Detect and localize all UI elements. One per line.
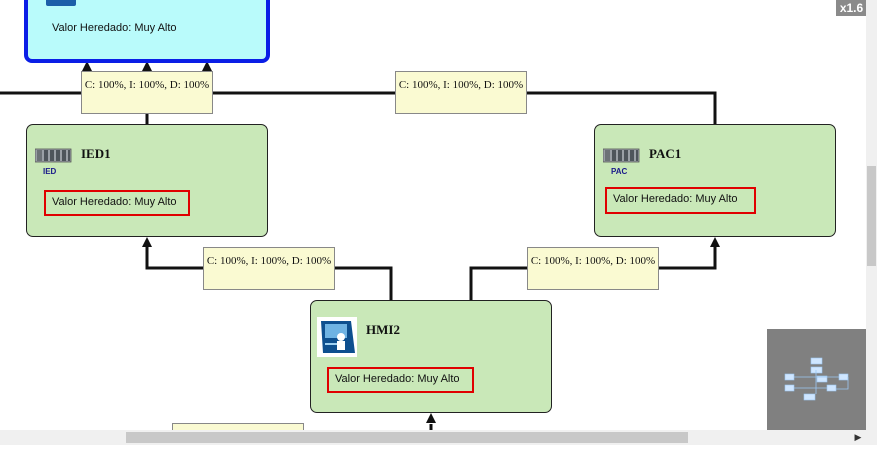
edge-label-hmi2-pac1[interactable]: C: 100%, I: 100%, D: 100% — [527, 247, 659, 290]
arrow-head — [710, 237, 720, 247]
plc-rack-icon — [602, 145, 641, 165]
horizontal-scrollbar-thumb[interactable] — [126, 432, 688, 443]
edge-label-hmi2-ied1[interactable]: C: 100%, I: 100%, D: 100% — [203, 247, 335, 290]
arrow-head — [426, 413, 436, 423]
node-pac1[interactable]: PAC PAC1 Valor Heredado: Muy Alto — [594, 124, 836, 237]
node-name: HMI2 — [366, 322, 400, 337]
icon-caption: IED — [43, 167, 57, 176]
edge-label-top-pac1[interactable]: C: 100%, I: 100%, D: 100% — [395, 71, 527, 114]
icon-caption: PAC — [611, 167, 628, 176]
inherited-value: Valor Heredado: Muy Alto — [605, 187, 756, 214]
node-top[interactable]: Valor Heredado: Muy Alto — [24, 0, 270, 63]
inherited-value: Valor Heredado: Muy Alto — [327, 367, 474, 393]
arrow-head — [142, 61, 152, 71]
edge-label-partial — [172, 423, 304, 430]
zoom-level-badge: x1.6 — [836, 0, 867, 16]
node-ied1[interactable]: IED IED1 Valor Heredado: Muy Alto — [26, 124, 268, 237]
node-name: IED1 — [81, 146, 111, 161]
node-hmi2[interactable]: HMI2 Valor Heredado: Muy Alto — [310, 300, 552, 413]
minimap-preview — [784, 357, 849, 401]
device-icon — [46, 0, 76, 6]
arrow-head — [82, 61, 92, 71]
hmi-workstation-icon — [317, 317, 357, 357]
scroll-right-arrow-icon[interactable]: ▶ — [854, 432, 862, 442]
inherited-value: Valor Heredado: Muy Alto — [52, 22, 177, 34]
minimap[interactable] — [767, 329, 866, 430]
plc-rack-icon — [34, 145, 73, 165]
node-name: PAC1 — [649, 146, 682, 161]
diagram-canvas[interactable]: Valor Heredado: Muy Alto IED IED1 Valor … — [0, 0, 866, 430]
edge-label-top-ied1[interactable]: C: 100%, I: 100%, D: 100% — [81, 71, 213, 114]
arrow-head — [142, 237, 152, 247]
inherited-value: Valor Heredado: Muy Alto — [44, 190, 190, 216]
vertical-scrollbar-thumb[interactable] — [867, 166, 876, 266]
arrow-head — [202, 61, 212, 71]
